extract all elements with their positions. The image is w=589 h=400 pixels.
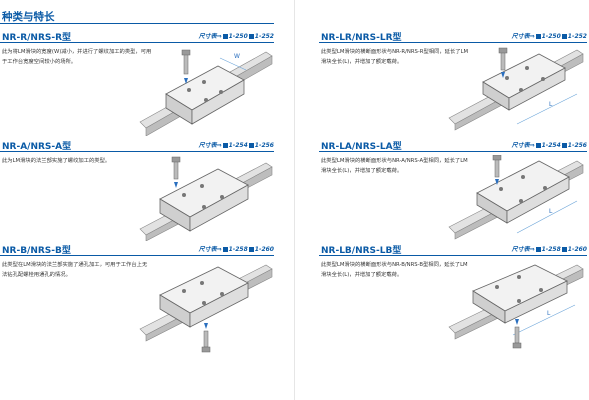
section-nr-a: NR-A/NRS-A型 尺寸表⇒ 1-254 1-256 此为LM滑块的法兰部实施了…: [0, 139, 274, 241]
section-nr-lr: NR-LR/NRS-LR型 尺寸表⇒ 1-250 1-252 此类型LM滑块的横断面…: [319, 30, 587, 135]
section-rule: [0, 42, 274, 43]
section-title: NR-A/NRS-A型: [2, 142, 72, 152]
section-rule: [0, 255, 274, 256]
size-table-ref[interactable]: 尺寸表⇒ 1-258 1-260: [512, 244, 587, 253]
ref-label: 尺寸表⇒: [511, 246, 535, 253]
section-description: 此类型LM滑块的横断面形状与NR-R/NRS-R型相同，延长了LM滑块全长(L)…: [321, 49, 469, 65]
size-table-ref[interactable]: 尺寸表⇒ 1-254 1-256: [512, 140, 587, 149]
section-description: 此为LM滑块的法兰部实施了螺纹加工的类型。: [2, 158, 111, 164]
ref-label: 尺寸表⇒: [511, 33, 535, 40]
section-nr-b: NR-B/NRS-B型 尺寸表⇒ 1-258 1-260 此类型在LM滑块的法兰部实…: [0, 243, 274, 358]
lm-guide-flange-illustration: [139, 264, 273, 353]
dimension-label-l: L: [549, 101, 553, 108]
ref-page-2[interactable]: 1-260: [254, 246, 274, 253]
section-title: NR-R/NRS-R型: [2, 33, 72, 43]
ref-label: 尺寸表⇒: [198, 142, 222, 149]
section-rule: [319, 151, 587, 152]
title-rule: [0, 23, 274, 24]
ref-page-2[interactable]: 1-252: [567, 33, 587, 40]
section-title: NR-B/NRS-B型: [2, 246, 71, 256]
section-description: 此类型LM滑块的横断面形状与NR-B/NRS-B型相同，延长了LM滑块全长(L)…: [321, 262, 468, 278]
section-rule: [319, 255, 587, 256]
page-divider: [294, 0, 295, 400]
lm-guide-long-illustration: L: [448, 264, 584, 349]
dimension-label-l: L: [547, 310, 551, 317]
section-nr-lb: NR-LB/NRS-LB型 尺寸表⇒ 1-258 1-260 此类型LM滑块的横断面…: [319, 243, 587, 358]
book-icon: [561, 247, 567, 252]
size-table-ref[interactable]: 尺寸表⇒ 1-254 1-256: [199, 140, 274, 149]
book-icon: [535, 143, 541, 148]
book-icon: [248, 247, 254, 252]
book-icon: [248, 34, 254, 39]
ref-page-2[interactable]: 1-260: [567, 246, 587, 253]
ref-label: 尺寸表⇒: [198, 33, 222, 40]
book-icon: [535, 247, 541, 252]
lm-guide-flange-illustration: W: [139, 49, 273, 136]
ref-page-1[interactable]: 1-258: [228, 246, 248, 253]
book-icon: [535, 34, 541, 39]
ref-page-2[interactable]: 1-252: [254, 33, 274, 40]
section-nr-la: NR-LA/NRS-LA型 尺寸表⇒ 1-254 1-256 此类型LM滑块的横断面…: [319, 139, 587, 240]
section-title: NR-LA/NRS-LA型: [321, 142, 402, 152]
dimension-label-w: W: [234, 53, 240, 60]
book-icon: [561, 34, 567, 39]
ref-page-2[interactable]: 1-256: [567, 142, 587, 149]
ref-label: 尺寸表⇒: [198, 246, 222, 253]
ref-page-1[interactable]: 1-250: [228, 33, 248, 40]
right-page: NR-LR/NRS-LR型 尺寸表⇒ 1-250 1-252 此类型LM滑块的横断面…: [295, 0, 589, 400]
book-icon: [222, 247, 228, 252]
book-icon: [222, 143, 228, 148]
left-page: 种类与特长 NR-R/NRS-R型 尺寸表⇒ 1-250 1-252 此为将LM滑块…: [0, 0, 294, 400]
section-rule: [319, 42, 587, 43]
ref-page-1[interactable]: 1-250: [541, 33, 561, 40]
lm-guide-flange-illustration: [139, 156, 273, 241]
section-description: 此类型LM滑块的横断面形状与NR-A/NRS-A型相同，延长了LM滑块全长(L)…: [321, 158, 468, 174]
section-title: NR-LR/NRS-LR型: [321, 33, 402, 43]
section-description: 此为将LM滑块的宽度(W)减小，并进行了螺纹加工的类型，可用于工作台宽度空间较小…: [2, 49, 152, 65]
ref-page-1[interactable]: 1-258: [541, 246, 561, 253]
ref-page-1[interactable]: 1-254: [228, 142, 248, 149]
ref-page-1[interactable]: 1-254: [541, 142, 561, 149]
book-icon: [222, 34, 228, 39]
size-table-ref[interactable]: 尺寸表⇒ 1-258 1-260: [199, 244, 274, 253]
section-description: 此类型在LM滑块的法兰部实施了通孔加工，可用于工作台上无法钻孔配螺栓用通孔的情况…: [2, 262, 148, 278]
book-icon: [561, 143, 567, 148]
page-title: 种类与特长: [2, 11, 55, 23]
size-table-ref[interactable]: 尺寸表⇒ 1-250 1-252: [512, 31, 587, 40]
lm-guide-long-illustration: L: [448, 155, 584, 240]
section-rule: [0, 151, 274, 152]
section-nr-r: NR-R/NRS-R型 尺寸表⇒ 1-250 1-252 此为将LM滑块的宽度(W)…: [0, 30, 274, 136]
dimension-label-l: L: [549, 208, 553, 215]
ref-page-2[interactable]: 1-256: [254, 142, 274, 149]
section-title: NR-LB/NRS-LB型: [321, 246, 402, 256]
book-icon: [248, 143, 254, 148]
ref-label: 尺寸表⇒: [511, 142, 535, 149]
size-table-ref[interactable]: 尺寸表⇒ 1-250 1-252: [199, 31, 274, 40]
lm-guide-long-illustration: L: [448, 47, 584, 131]
